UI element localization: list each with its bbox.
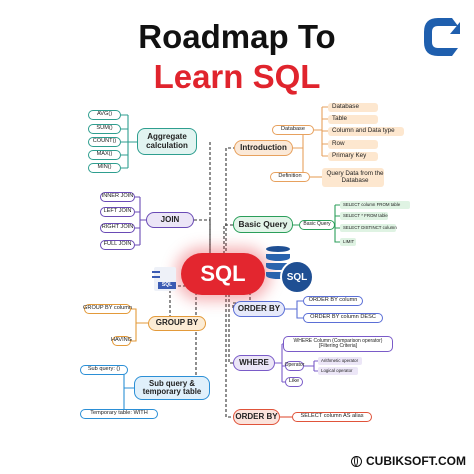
aggregate-item-avg: AVG() [88,110,121,120]
where-node: WHERE [233,355,275,371]
aggregate-item-count: COUNT() [88,137,121,147]
connector-subquery [195,292,210,389]
where-operator-arithmetic: Arithmetic operator [318,357,362,365]
join-item-full: FULL JOIN [100,240,135,250]
connector-order-by-alias [225,294,233,418]
globe-icon [351,455,362,467]
where-operator-logical: Logical operator [318,367,358,375]
basic-query-item-limit: LIMIT [340,238,356,246]
basic-query-item-select-distinct: SELECT DISTINCT column [340,224,397,232]
basic-query-item-select-column: SELECT column FROM table [340,201,410,209]
connector-aggregate-items [127,115,137,168]
where-like: Like [285,377,303,387]
group-by-item-having: HAVING [111,336,132,346]
connector-join [194,219,211,262]
basic-query-item-select-star: SELECT * FROM table [340,212,388,220]
connector-where [228,294,233,364]
aggregate-calculation-node: Aggregate calculation [137,128,197,155]
title-line-1: Roadmap To [138,18,336,55]
aggregate-item-min: MIN() [88,163,121,173]
footer-website[interactable]: CUBIKSOFT.COM [366,454,466,468]
document-icon: SQL [152,267,178,291]
database-item-column-data-type: Column and Data type [328,127,404,136]
sql-center-node: SQL [181,253,265,295]
definition-detail: Query Data from the Database [322,168,384,187]
definition-node: Definition [270,172,310,182]
footer: CUBIKSOFT.COM [351,454,466,468]
database-item-database: Database [328,103,378,112]
join-item-inner: INNER JOIN [100,192,135,202]
subquery-node: Sub query & temporary table [134,376,210,400]
join-item-left: LEFT JOIN [100,207,135,217]
database-item-table: Table [328,115,378,124]
order-by-node: ORDER BY [233,301,285,317]
database-icon: SQL [266,246,314,294]
join-item-right: RIGHT JOIN [100,223,135,233]
aggregate-item-sum: SUM() [88,124,121,134]
where-operator-node: Operator [285,361,304,371]
order-by-item-column: ORDER BY column [303,296,363,306]
basic-query-sub-node: Basic Query [299,220,335,230]
database-item-row: Row [328,140,378,149]
subquery-item-subquery: Sub query: () [80,365,128,375]
connector-introduction [225,147,234,261]
database-node: Database [272,125,314,135]
connector-aggregate [209,142,220,266]
subquery-item-temporary: Temporary table: WITH [80,409,158,419]
group-by-node: GROUP BY [148,316,206,331]
group-by-item-column: GROUP BY column [83,304,132,314]
order-by-item-desc: ORDER BY column DESC [303,313,383,323]
title-line-2: Learn SQL [153,58,321,95]
basic-query-node: Basic Query [233,216,293,233]
aggregate-item-max: MAX() [88,150,121,160]
connector-basic-query [223,224,233,264]
document-icon-label: SQL [158,282,176,289]
database-item-primary-key: Primary Key [328,152,378,161]
introduction-node: Introduction [234,140,293,156]
order-by-alias-detail: SELECT column AS alias [292,412,372,422]
database-icon-badge: SQL [280,260,314,294]
join-node: JOIN [146,212,194,228]
where-column-criteria: WHERE Column (Comparison operator) [Filt… [283,336,393,352]
cubiksoft-logo-icon [424,18,460,56]
order-by-alias-node: ORDER BY [233,409,280,425]
